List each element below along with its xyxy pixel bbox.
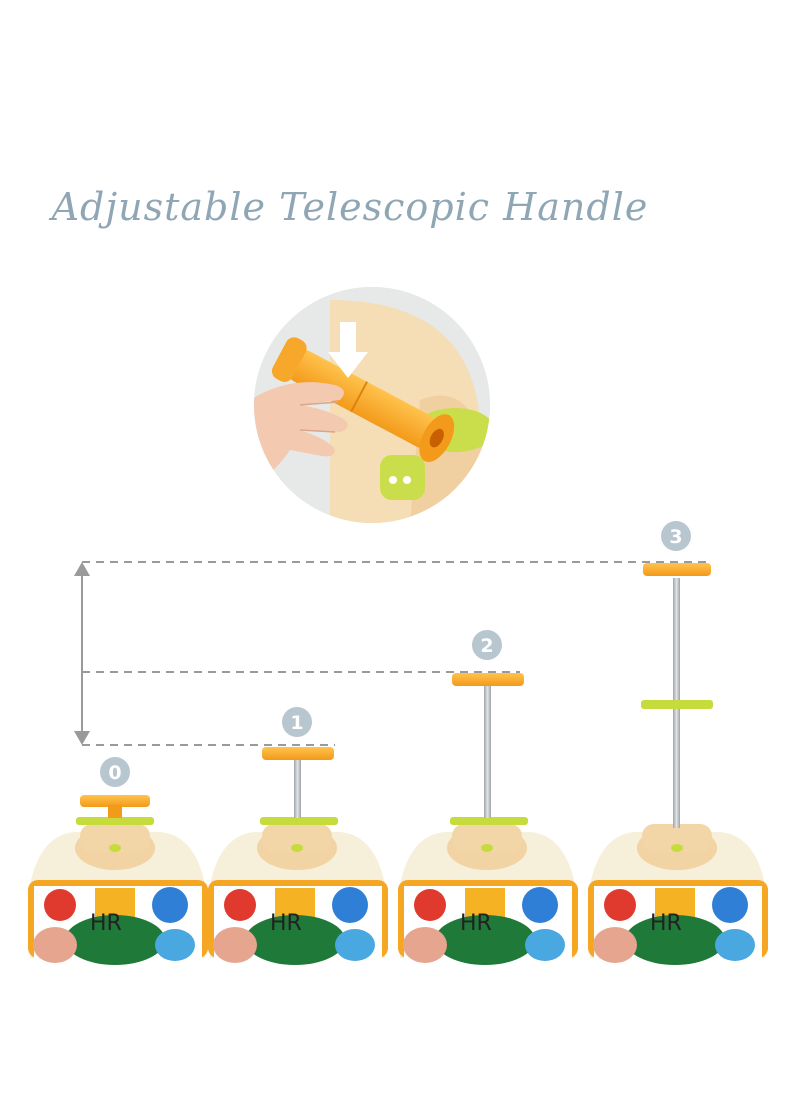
svg-text:HR: HR — [270, 911, 302, 936]
position-label-3: 3 — [669, 526, 682, 548]
suitcase-print-0: HR — [28, 880, 208, 965]
svg-text:HR: HR — [650, 911, 682, 936]
position-label-1: 1 — [290, 712, 303, 734]
svg-text:HR: HR — [90, 911, 122, 936]
suitcase-position-1: HR — [208, 747, 388, 965]
position-badge-2: 2 — [472, 630, 502, 660]
position-label-2: 2 — [480, 635, 493, 657]
suitcase-print-1: HR — [208, 880, 388, 965]
position-label-0: 0 — [108, 762, 121, 784]
suitcase-print-2: HR — [398, 880, 578, 965]
height-range-arrow — [74, 562, 90, 745]
handle-detail-circle — [254, 287, 490, 523]
position-badge-3: 3 — [661, 521, 691, 551]
height-reference-lines — [82, 561, 710, 746]
position-badge-0: 0 — [100, 757, 130, 787]
suitcase-position-3: HR — [588, 563, 768, 965]
suitcase-position-2: HR — [398, 673, 578, 965]
page-title: Adjustable Telescopic Handle — [51, 185, 649, 229]
suitcase-position-0: HR — [28, 795, 208, 965]
suitcase-print-3: HR — [588, 880, 768, 965]
svg-text:HR: HR — [460, 911, 492, 936]
position-badge-1: 1 — [282, 707, 312, 737]
